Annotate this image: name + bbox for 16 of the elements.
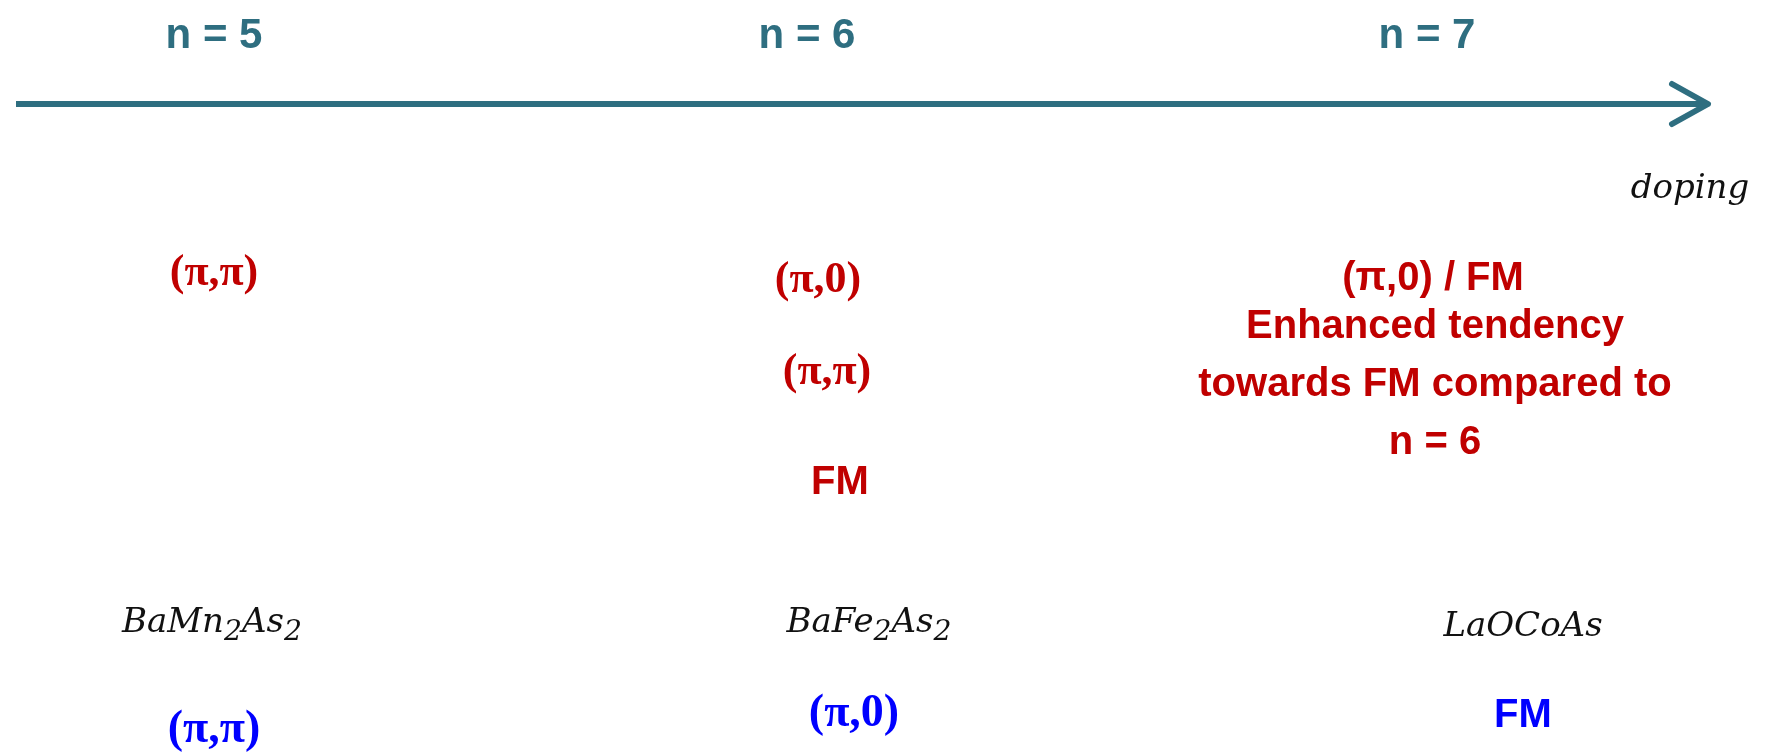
wavevector-label: (π,0) xyxy=(808,684,900,739)
wavevector-label: (π,π) xyxy=(169,244,259,297)
order-label: FM xyxy=(1494,690,1552,737)
wavevector-label: (π,π) xyxy=(782,343,872,396)
wavevector-label: (π,π) xyxy=(167,700,261,755)
description-text: Enhanced tendency towards FM compared to n = 6 xyxy=(1197,301,1673,464)
order-label: FM xyxy=(811,457,869,504)
wavevector-label: (π,0) xyxy=(774,251,862,304)
axis-label: n = 7 xyxy=(1378,8,1476,59)
compound-label: BaFe$_{2}$As$_{2}$ xyxy=(786,600,952,648)
axis-label: n = 5 xyxy=(165,8,263,59)
compound-label: BaMn$_{2}$As$_{2}$ xyxy=(122,600,302,648)
compound-label: LaOCoAs xyxy=(1443,603,1603,645)
axis-label: n = 6 xyxy=(758,8,856,59)
axis-title: doping xyxy=(1630,165,1750,207)
order-label: (π,0) / FM xyxy=(1342,253,1524,300)
